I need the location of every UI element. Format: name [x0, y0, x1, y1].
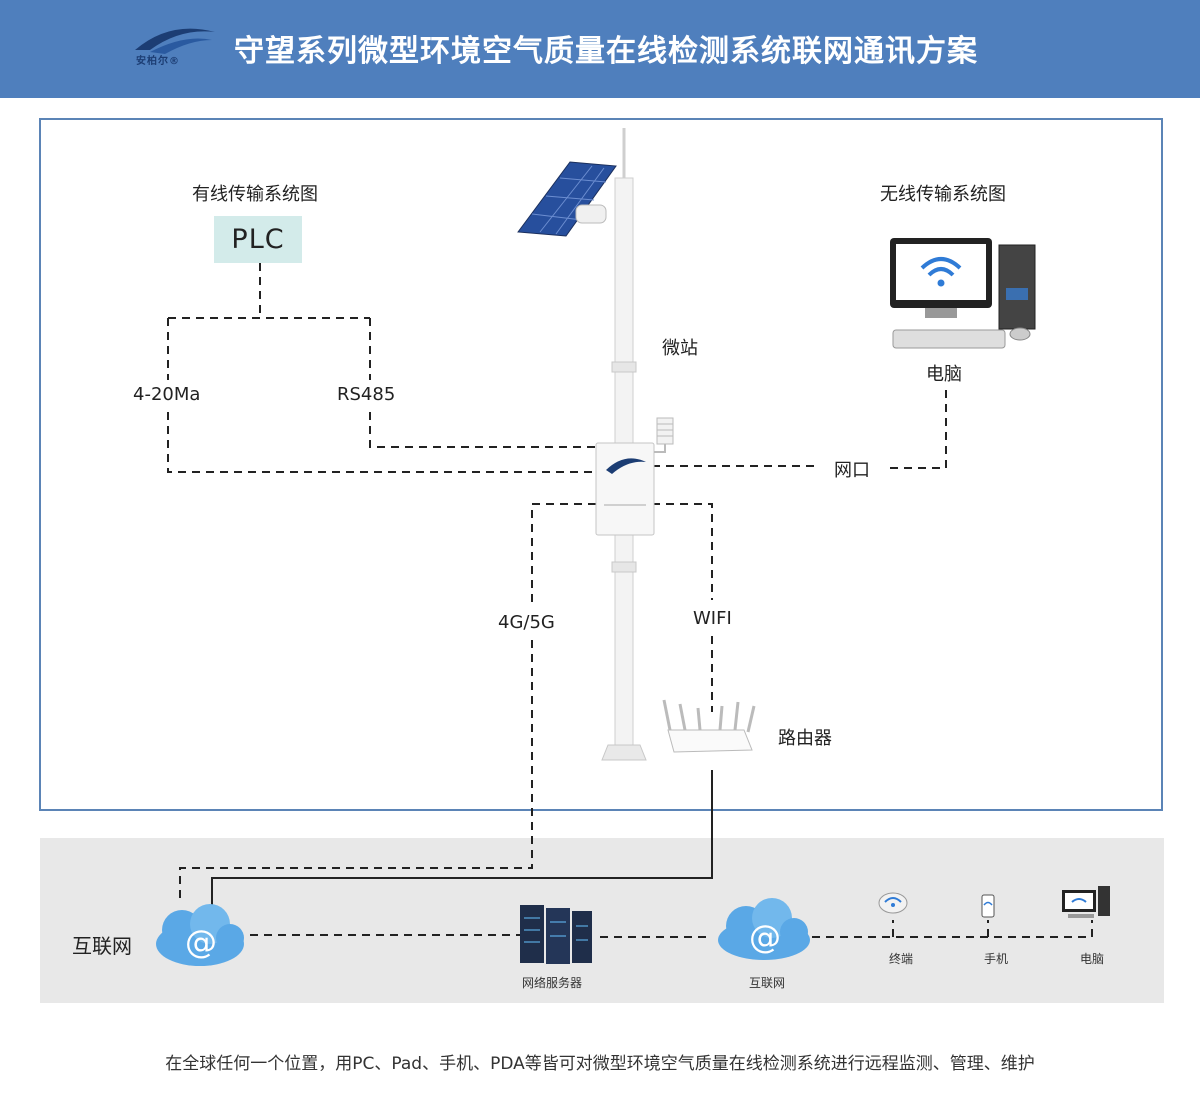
- wired-title: 有线传输系统图: [192, 184, 318, 205]
- cellular-wifi-lines: [179, 503, 713, 908]
- server-graphic: [520, 905, 592, 964]
- router-graphic: [662, 699, 756, 753]
- phone-label: 手机: [984, 952, 1009, 966]
- phone-graphic: [981, 894, 995, 918]
- svg-text:@: @: [749, 918, 781, 956]
- header-bar: [0, 0, 1200, 98]
- cellular-label: 4G/5G: [498, 612, 555, 633]
- cloud-center-graphic: @: [718, 898, 810, 960]
- internet-center-label: 互联网: [749, 976, 786, 990]
- plc-box: PLC: [214, 216, 302, 263]
- station-pole-graphic: [517, 128, 674, 761]
- lan-lines: [652, 385, 947, 469]
- micro-station-label: 微站: [662, 338, 698, 359]
- svg-text:@: @: [185, 923, 217, 961]
- terminal-label: 终端: [889, 952, 914, 966]
- server-label: 网络服务器: [522, 976, 583, 990]
- logo-text: 安柏尔®: [136, 56, 180, 67]
- wireless-title: 无线传输系统图: [880, 184, 1006, 205]
- current-loop-label: 4-20Ma: [133, 384, 201, 405]
- page-title: 守望系列微型环境空气质量在线检测系统联网通讯方案: [234, 34, 978, 69]
- router-label: 路由器: [778, 728, 832, 749]
- plc-lines: [167, 263, 596, 473]
- main-diagram-frame: [39, 118, 1163, 811]
- rs485-label: RS485: [337, 384, 396, 405]
- cloud-left-graphic: @: [156, 904, 244, 966]
- logo-swoosh: [135, 28, 215, 54]
- terminal-graphic: [878, 892, 908, 914]
- band-lines: [250, 920, 1093, 938]
- computer-label: 电脑: [926, 364, 962, 385]
- footer-text: 在全球任何一个位置，用PC、Pad、手机、PDA等皆可对微型环境空气质量在线检测…: [165, 1054, 1035, 1074]
- small-computer-graphic: [1062, 886, 1110, 918]
- wifi-label: WIFI: [693, 608, 732, 629]
- network-port-label: 网口: [834, 460, 870, 481]
- internet-left-label: 互联网: [72, 934, 132, 958]
- computer-graphic: [890, 238, 1036, 349]
- small-computer-label: 电脑: [1080, 952, 1105, 966]
